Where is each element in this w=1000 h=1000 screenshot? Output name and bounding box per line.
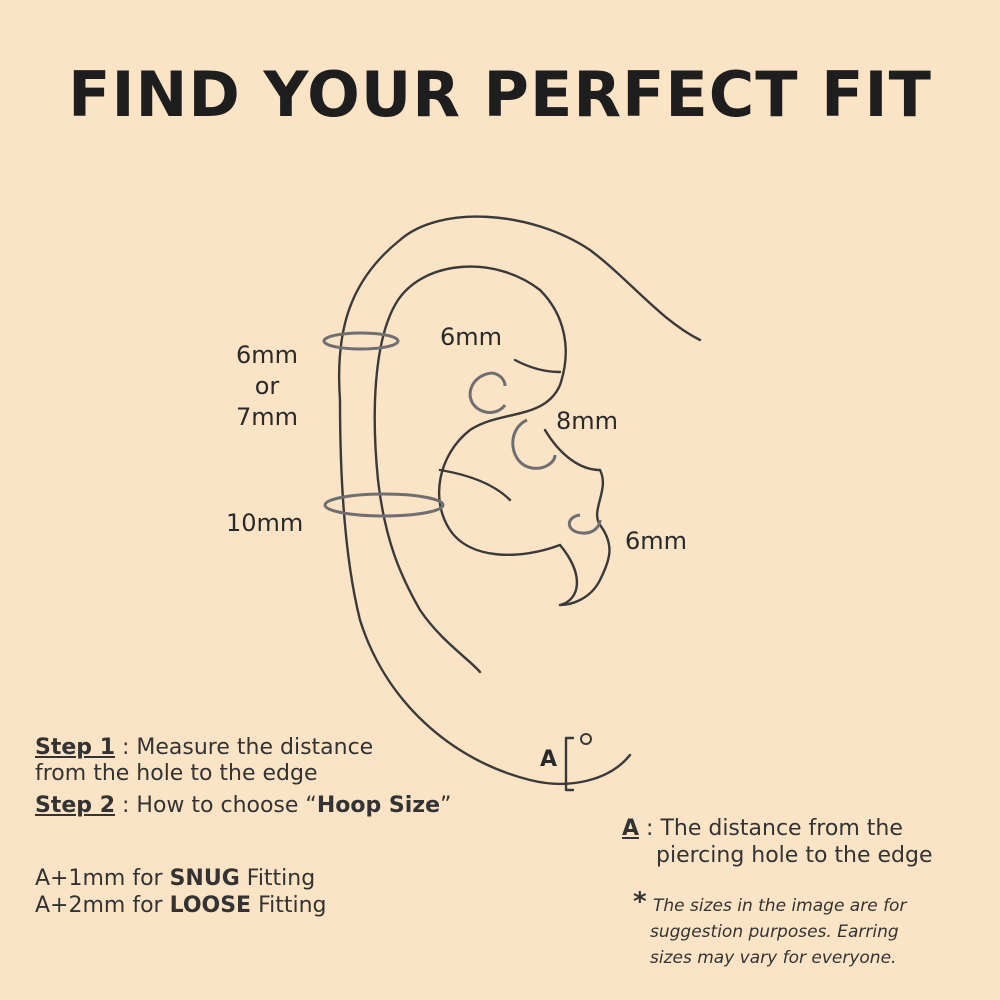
- inner-bowl: [438, 468, 512, 502]
- a-definition-sep: :: [639, 816, 661, 841]
- helix-upper-hoop: [322, 331, 400, 351]
- step1-text-b: from the hole to the edge: [35, 761, 318, 786]
- loose-fit-line: A+2mm for LOOSE Fitting: [35, 892, 327, 919]
- antihelix-curve: [437, 288, 567, 557]
- helix-size-line1: 6mm: [236, 341, 299, 369]
- step2-sep: :: [115, 793, 137, 818]
- crus-fold: [513, 358, 562, 374]
- step1-text-a: Measure the distance: [136, 735, 374, 760]
- daith-hoop: [511, 418, 557, 470]
- helix-size-line3: 7mm: [236, 403, 299, 431]
- loose-suffix: Fitting: [251, 893, 327, 918]
- step2-label: Step 2: [35, 793, 115, 818]
- lobe-bracket: [564, 736, 575, 792]
- a-definition-line2: piercing hole to the edge: [656, 843, 933, 868]
- tragus-size-label: 6mm: [625, 527, 688, 555]
- snug-prefix: A+1mm for: [35, 866, 170, 891]
- step1-sep: :: [115, 735, 137, 760]
- step1-label: Step 1: [35, 735, 115, 760]
- daith-size-label: 8mm: [556, 407, 619, 435]
- a-definition-letter: A: [622, 816, 640, 841]
- upper-conch-hoop: [468, 371, 507, 414]
- note-line3: sizes may vary for everyone.: [650, 948, 897, 968]
- a-definition-text1: The distance from the: [660, 816, 903, 841]
- tragus-hoop: [567, 513, 602, 535]
- asterisk-icon: *: [633, 887, 647, 917]
- ear-outer-outline: [337, 215, 702, 786]
- a-definition: A : The distance from the piercing hole …: [622, 815, 933, 869]
- helix-inner-rim: [373, 265, 542, 674]
- loose-prefix: A+2mm for: [35, 893, 170, 918]
- helix-lower-hoop: [323, 492, 445, 518]
- step2-text-c: ”: [440, 793, 452, 818]
- note-line1: The sizes in the image are for: [653, 896, 907, 916]
- step1-line: Step 1 : Measure the distance: [35, 735, 451, 761]
- page-title: FIND YOUR PERFECT FIT: [68, 58, 932, 131]
- upper-conch-size-label: 6mm: [440, 323, 503, 351]
- lobe-marker-label: A: [540, 747, 558, 772]
- disclaimer-note: * The sizes in the image are for suggest…: [633, 889, 907, 971]
- piercing-hole: [580, 733, 592, 745]
- helix-size-line2: or: [254, 372, 280, 400]
- step2-text-a: How to choose “: [136, 793, 317, 818]
- loose-word: LOOSE: [169, 893, 252, 918]
- a-definition-line1: A : The distance from the: [622, 815, 933, 842]
- step2-text-b: Hoop Size: [316, 793, 440, 818]
- step2-line: Step 2 : How to choose “Hoop Size”: [35, 793, 451, 819]
- fit-guide: A+1mm for SNUG Fitting A+2mm for LOOSE F…: [35, 865, 327, 919]
- snug-suffix: Fitting: [239, 866, 316, 891]
- snug-fit-line: A+1mm for SNUG Fitting: [35, 865, 327, 892]
- helix-size-label: 6mm or 7mm: [236, 340, 298, 433]
- helix-lower-size-label: 10mm: [226, 509, 304, 537]
- steps-block: Step 1 : Measure the distance from the h…: [35, 735, 451, 819]
- note-line2: suggestion purposes. Earring: [650, 922, 899, 942]
- snug-word: SNUG: [169, 866, 240, 891]
